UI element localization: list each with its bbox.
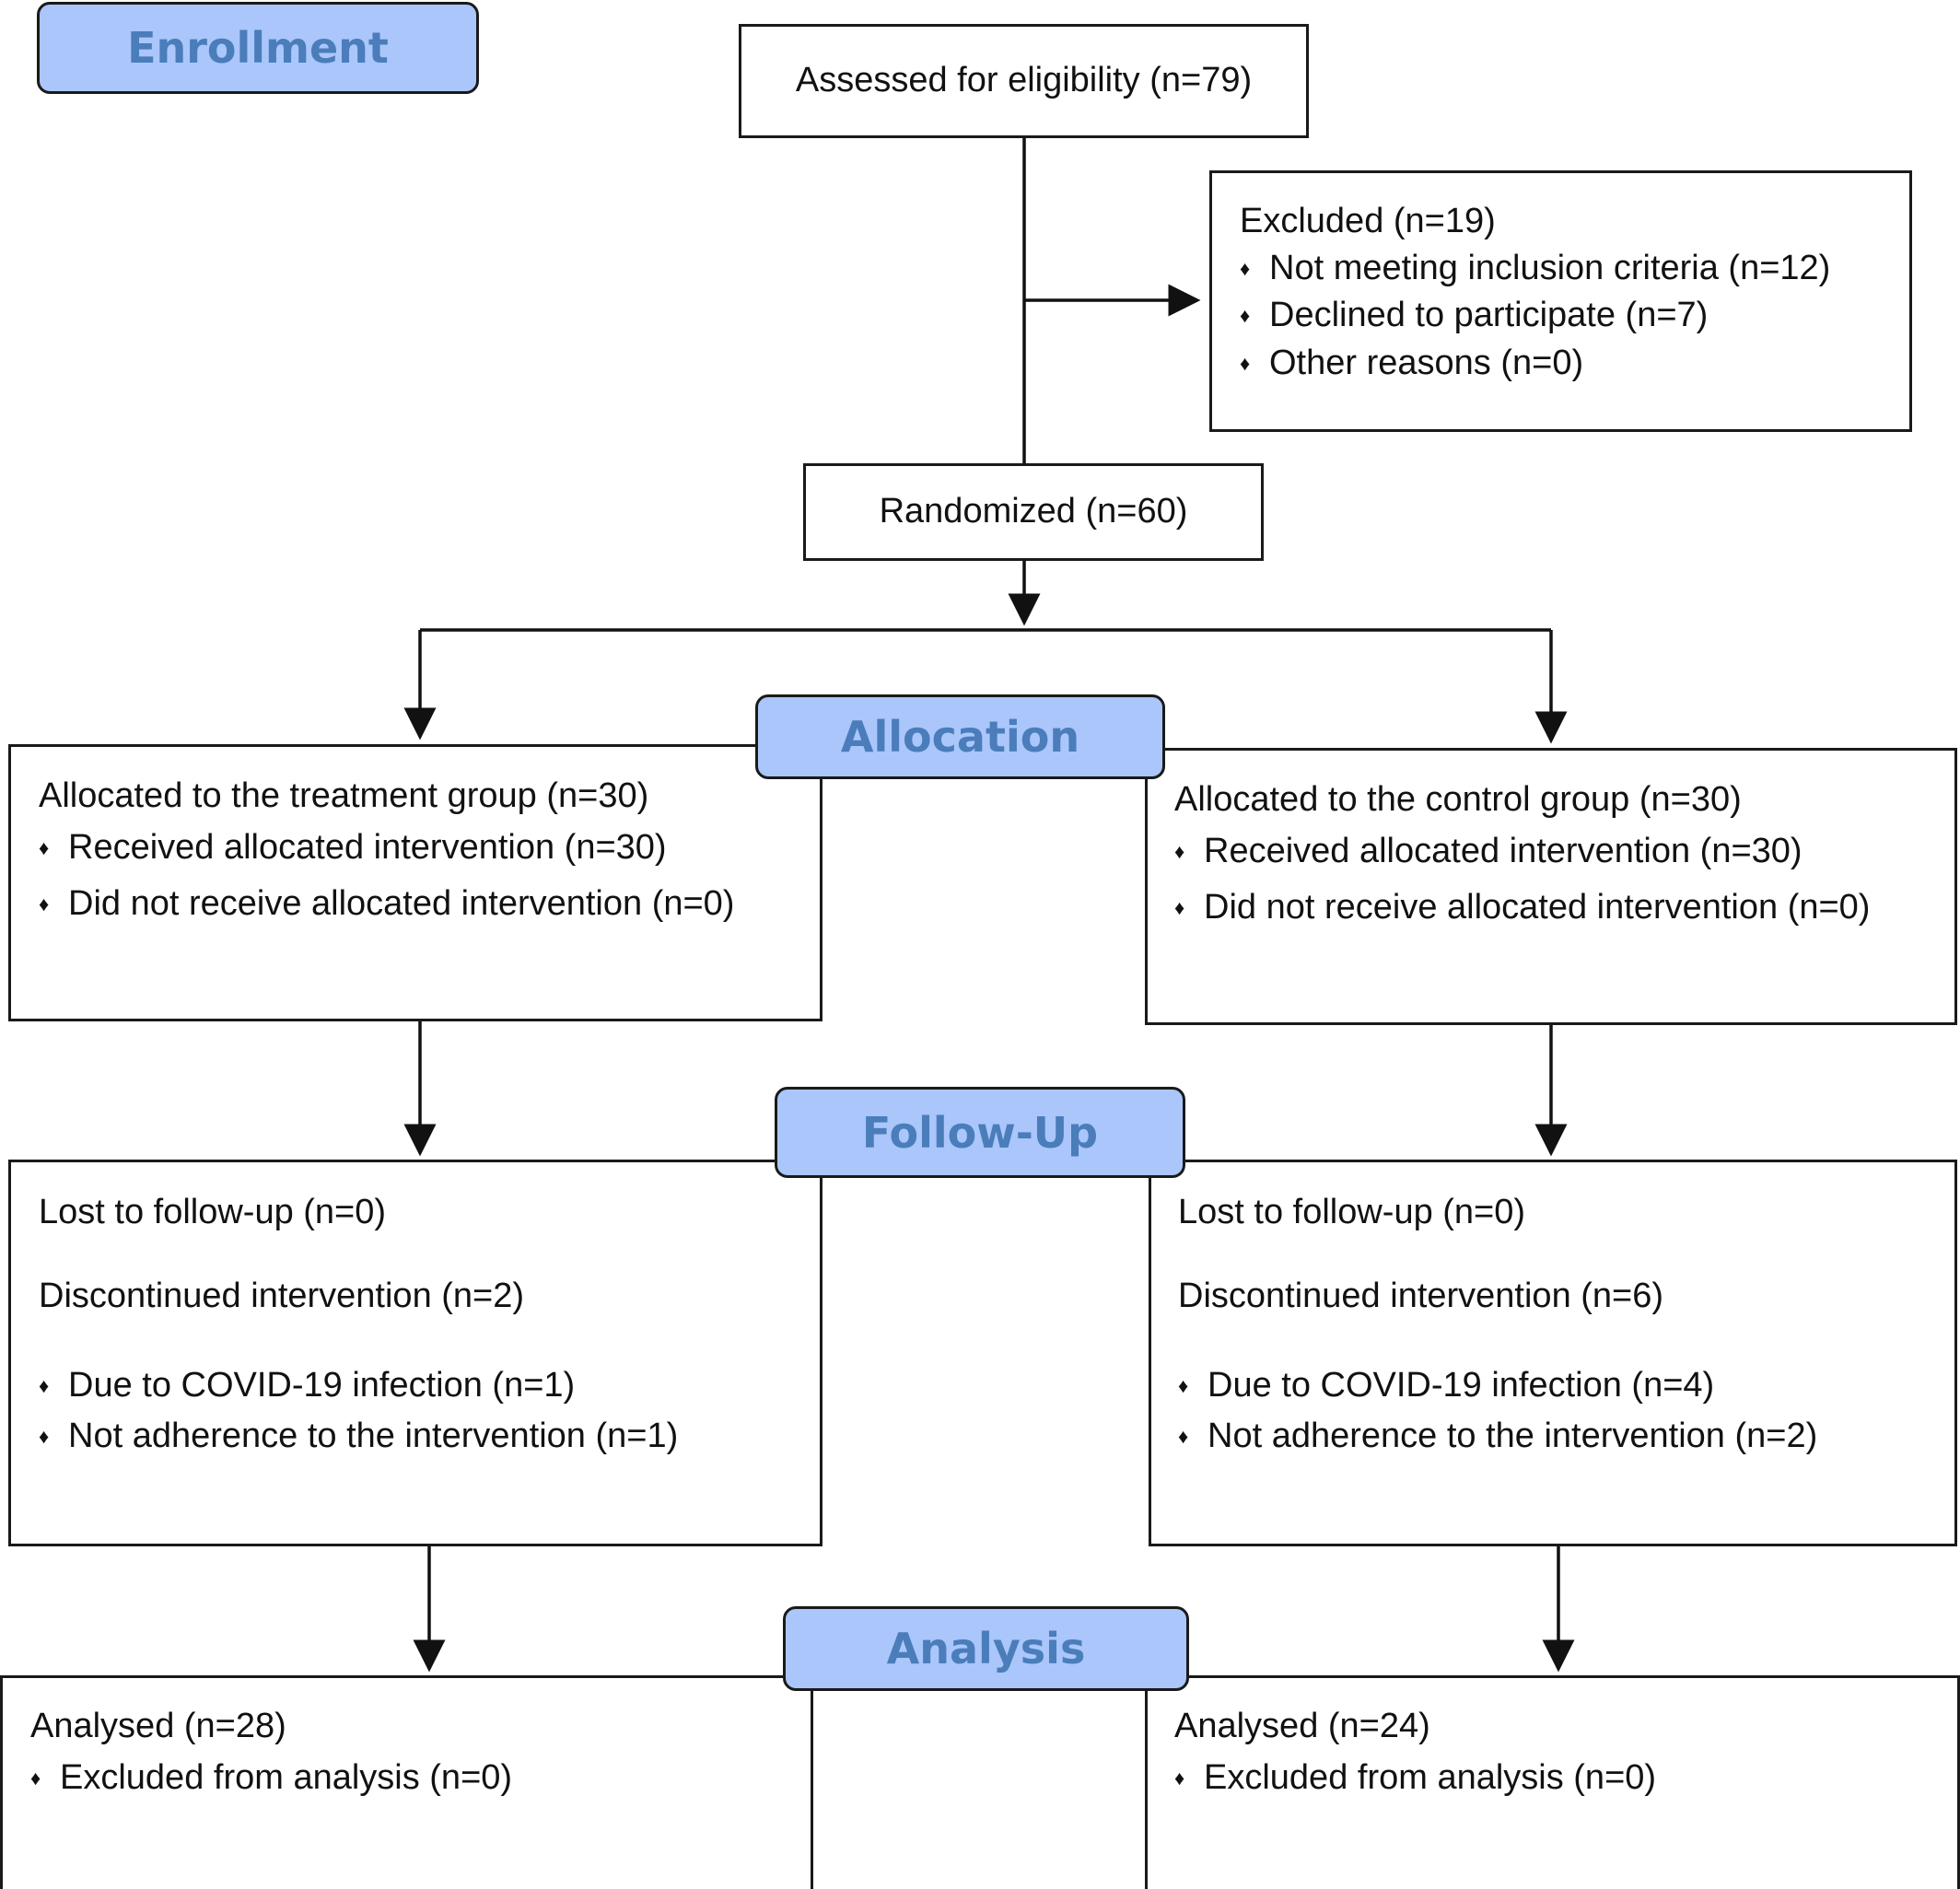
bullet-icon: ♦ [39, 836, 50, 859]
followup-control-item: ♦ Not adherence to the intervention (n=2) [1178, 1416, 1817, 1458]
allocation-control-title: Allocated to the control group (n=30) [1174, 779, 1742, 822]
stage-label-follow-up-text: Follow-Up [861, 1107, 1099, 1158]
followup-treatment-discontinued: Discontinued intervention (n=2) [39, 1276, 524, 1318]
stage-label-analysis: Analysis [783, 1606, 1189, 1691]
allocation-control-title-text: Allocated to the control group (n=30) [1174, 780, 1742, 819]
assessed-box: Assessed for eligibility (n=79) [739, 24, 1309, 138]
allocation-treatment-item-text: Did not receive allocated intervention (… [68, 884, 735, 923]
followup-control-box: Lost to follow-up (n=0) Discontinued int… [1149, 1160, 1957, 1546]
bullet-icon: ♦ [1178, 1374, 1189, 1397]
followup-treatment-box: Lost to follow-up (n=0) Discontinued int… [8, 1160, 822, 1546]
followup-control-discontinued: Discontinued intervention (n=6) [1178, 1276, 1663, 1318]
analysis-control-title: Analysed (n=24) [1174, 1706, 1430, 1748]
followup-control-discontinued-text: Discontinued intervention (n=6) [1178, 1277, 1664, 1315]
excluded-item-text: Other reasons (n=0) [1269, 344, 1584, 382]
analysis-control-title-text: Analysed (n=24) [1174, 1707, 1430, 1745]
followup-treatment-lost-text: Lost to follow-up (n=0) [39, 1193, 387, 1231]
excluded-title: Excluded (n=19) [1240, 201, 1496, 243]
stage-label-analysis-text: Analysis [886, 1624, 1086, 1673]
allocation-control-item: ♦ Received allocated intervention (n=30) [1174, 831, 1802, 873]
followup-treatment-item-text: Due to COVID-19 infection (n=1) [68, 1366, 576, 1405]
excluded-item: ♦ Not meeting inclusion criteria (n=12) [1240, 248, 1830, 290]
randomized-text: Randomized (n=60) [879, 492, 1188, 531]
bullet-icon: ♦ [1174, 896, 1185, 919]
excluded-item-text: Not meeting inclusion criteria (n=12) [1269, 249, 1831, 287]
allocation-treatment-title: Allocated to the treatment group (n=30) [39, 775, 648, 818]
bullet-icon: ♦ [39, 892, 50, 915]
analysis-treatment-title-text: Analysed (n=28) [30, 1707, 286, 1745]
excluded-box: Excluded (n=19) ♦ Not meeting inclusion c… [1209, 170, 1912, 432]
analysis-control-item: ♦ Excluded from analysis (n=0) [1174, 1757, 1656, 1800]
followup-control-lost-text: Lost to follow-up (n=0) [1178, 1193, 1526, 1231]
analysis-control-box: Analysed (n=24) ♦ Excluded from analysis … [1145, 1675, 1960, 1889]
followup-treatment-lost: Lost to follow-up (n=0) [39, 1192, 386, 1234]
stage-label-enrollment-text: Enrollment [127, 23, 389, 73]
followup-treatment-item: ♦ Not adherence to the intervention (n=1) [39, 1416, 678, 1458]
followup-treatment-discontinued-text: Discontinued intervention (n=2) [39, 1277, 525, 1315]
allocation-treatment-item: ♦ Received allocated intervention (n=30) [39, 827, 667, 869]
analysis-control-item-text: Excluded from analysis (n=0) [1204, 1758, 1657, 1797]
bullet-icon: ♦ [1240, 304, 1251, 327]
followup-control-item-text: Due to COVID-19 infection (n=4) [1208, 1366, 1715, 1405]
allocation-control-box: Allocated to the control group (n=30) ♦ R… [1145, 748, 1957, 1025]
stage-label-follow-up: Follow-Up [775, 1087, 1185, 1178]
allocation-control-item: ♦ Did not receive allocated intervention … [1174, 887, 1870, 929]
allocation-treatment-title-text: Allocated to the treatment group (n=30) [39, 776, 649, 815]
bullet-icon: ♦ [39, 1374, 50, 1397]
allocation-control-item-text: Received allocated intervention (n=30) [1204, 832, 1802, 870]
assessed-text: Assessed for eligibility (n=79) [795, 61, 1253, 100]
analysis-treatment-title: Analysed (n=28) [30, 1706, 286, 1748]
bullet-icon: ♦ [1174, 1767, 1185, 1790]
randomized-box: Randomized (n=60) [803, 463, 1264, 561]
analysis-treatment-item: ♦ Excluded from analysis (n=0) [30, 1757, 512, 1800]
excluded-item-text: Declined to participate (n=7) [1269, 296, 1709, 334]
stage-label-allocation: Allocation [755, 694, 1165, 779]
followup-control-item-text: Not adherence to the intervention (n=2) [1208, 1417, 1818, 1455]
excluded-item: ♦ Declined to participate (n=7) [1240, 295, 1708, 337]
stage-label-enrollment: Enrollment [37, 2, 479, 94]
analysis-treatment-box: Analysed (n=28) ♦ Excluded from analysis … [0, 1675, 813, 1889]
allocation-control-item-text: Did not receive allocated intervention (… [1204, 888, 1871, 927]
excluded-title-text: Excluded (n=19) [1240, 202, 1496, 240]
followup-treatment-item-text: Not adherence to the intervention (n=1) [68, 1417, 679, 1455]
bullet-icon: ♦ [1174, 840, 1185, 863]
bullet-icon: ♦ [1240, 352, 1251, 375]
allocation-treatment-item: ♦ Did not receive allocated intervention … [39, 883, 734, 926]
bullet-icon: ♦ [1240, 257, 1251, 280]
analysis-treatment-item-text: Excluded from analysis (n=0) [60, 1758, 513, 1797]
allocation-treatment-box: Allocated to the treatment group (n=30) … [8, 744, 822, 1021]
allocation-treatment-item-text: Received allocated intervention (n=30) [68, 828, 667, 867]
stage-label-allocation-text: Allocation [840, 712, 1080, 762]
bullet-icon: ♦ [39, 1425, 50, 1448]
followup-control-item: ♦ Due to COVID-19 infection (n=4) [1178, 1365, 1714, 1407]
followup-control-lost: Lost to follow-up (n=0) [1178, 1192, 1525, 1234]
followup-treatment-item: ♦ Due to COVID-19 infection (n=1) [39, 1365, 575, 1407]
excluded-item: ♦ Other reasons (n=0) [1240, 343, 1583, 385]
bullet-icon: ♦ [1178, 1425, 1189, 1448]
bullet-icon: ♦ [30, 1767, 41, 1790]
